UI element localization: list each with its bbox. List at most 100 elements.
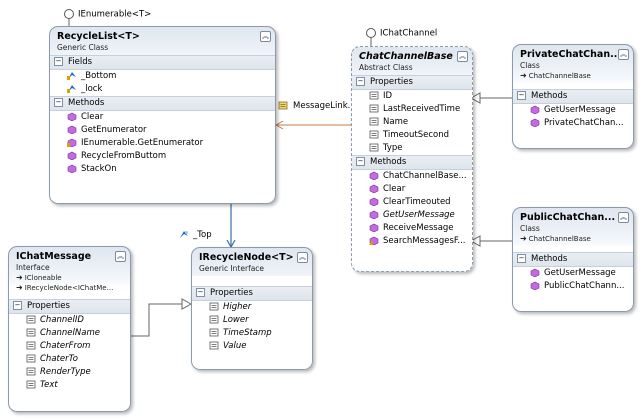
property-row[interactable]: Higher [192, 301, 312, 314]
property-row[interactable]: ChannelID [9, 314, 130, 327]
field-row[interactable]: _lock [50, 83, 275, 96]
minus-icon[interactable]: − [356, 157, 365, 166]
minus-icon[interactable]: − [356, 77, 365, 86]
method-row[interactable]: ChatChannelBase... [352, 170, 472, 183]
property-row[interactable]: Value [192, 340, 312, 353]
ichatmessage-inheritance [129, 303, 190, 337]
class-title: PublicChatChan... [520, 212, 616, 223]
methods-section-header[interactable]: −Methods [513, 89, 633, 104]
method-row[interactable]: PrivateChatChan... [513, 117, 633, 130]
property-row[interactable]: Lower [192, 314, 312, 327]
property-icon [369, 104, 379, 113]
properties-section-header[interactable]: −Properties [9, 299, 130, 314]
collapse-toggle-icon[interactable]: ︽ [618, 49, 629, 60]
method-icon [67, 164, 77, 173]
class-title: IChatMessage [16, 251, 92, 262]
minus-icon[interactable]: − [196, 288, 205, 297]
inherits-arrow-icon: ➜ [520, 234, 527, 243]
abstract-method-icon [369, 210, 379, 219]
class-kind: Interface [16, 263, 50, 272]
class-kind: Class [520, 61, 540, 70]
property-icon [209, 315, 219, 324]
property-row[interactable]: RenderType [9, 366, 130, 379]
method-icon [530, 105, 540, 114]
static-method-icon [369, 236, 379, 245]
ienumerable-lollipop: IEnumerable<T> [64, 9, 151, 20]
property-row[interactable]: LastReceivedTime [352, 103, 472, 116]
method-row[interactable]: StackOn [50, 163, 275, 176]
method-icon [530, 281, 540, 290]
collapse-toggle-icon[interactable]: ︽ [618, 212, 629, 223]
method-row[interactable]: GetUserMessage [513, 267, 633, 280]
method-icon [369, 223, 379, 232]
property-icon [26, 328, 36, 337]
private-method-icon [67, 138, 77, 147]
property-icon [26, 341, 36, 350]
method-icon [530, 118, 540, 127]
method-row[interactable]: PublicChatChann... [513, 280, 633, 293]
property-icon [26, 367, 36, 376]
inherits-arrow-icon: ➜ [16, 283, 23, 292]
class-recyclelist[interactable]: RecycleList<T> Generic Class ︽ −Fields _… [49, 26, 276, 204]
interface-ichatmessage[interactable]: IChatMessage Interface ➜ICloneable ➜IRec… [8, 246, 131, 412]
methods-section-header[interactable]: −Methods [513, 252, 633, 267]
messagelink-label: MessageLink... [277, 101, 356, 111]
minus-icon[interactable]: − [54, 98, 63, 107]
method-row[interactable]: GetEnumerator [50, 124, 275, 137]
base-interface: ➜ICloneable [16, 273, 62, 282]
class-kind: Generic Class [57, 43, 109, 52]
method-icon [369, 171, 379, 180]
properties-section-header[interactable]: −Properties [352, 75, 472, 90]
property-row[interactable]: ChaterFrom [9, 340, 130, 353]
property-row[interactable]: ID [352, 90, 472, 103]
method-icon [67, 125, 77, 134]
collapse-toggle-icon[interactable]: ︽ [297, 252, 308, 263]
property-row[interactable]: ChaterTo [9, 353, 130, 366]
class-publicchatchannel[interactable]: PublicChatChan... Class ➜ChatChannelBase… [512, 207, 634, 312]
method-row[interactable]: IEnumerable.GetEnumerator [50, 137, 275, 150]
field-icon [180, 231, 188, 238]
class-privatechatchannel[interactable]: PrivateChatChan... Class ➜ChatChannelBas… [512, 44, 634, 149]
minus-icon[interactable]: − [13, 301, 22, 310]
method-row[interactable]: GetUserMessage [513, 104, 633, 117]
methods-section-header[interactable]: −Methods [352, 155, 472, 170]
fields-section-header[interactable]: −Fields [50, 55, 275, 70]
method-icon [369, 184, 379, 193]
property-icon [26, 315, 36, 324]
interface-circle-icon [366, 28, 376, 38]
property-row[interactable]: Name [352, 116, 472, 129]
collapse-toggle-icon[interactable]: ︽ [115, 251, 126, 262]
method-icon [530, 268, 540, 277]
interface-irecyclenode[interactable]: IRecycleNode<T> Generic Interface ︽ −Pro… [191, 247, 313, 370]
public-inheritance-arrow [469, 235, 481, 247]
property-row[interactable]: Type [352, 142, 472, 155]
method-icon [67, 151, 77, 160]
properties-section-header[interactable]: −Properties [192, 286, 312, 301]
method-row[interactable]: ReceiveMessage [352, 222, 472, 235]
class-title: IRecycleNode<T> [199, 252, 294, 263]
method-row[interactable]: RecycleFromButtom [50, 150, 275, 163]
property-icon [278, 101, 288, 110]
method-row[interactable]: Clear [352, 183, 472, 196]
class-kind: Generic Interface [199, 264, 265, 273]
method-row[interactable]: ClearTimeouted [352, 196, 472, 209]
method-row[interactable]: Clear [50, 111, 275, 124]
property-row[interactable]: TimeStamp [192, 327, 312, 340]
minus-icon[interactable]: − [517, 91, 526, 100]
ichatmessage-inheritance-arrow [181, 298, 193, 310]
methods-section-header[interactable]: −Methods [50, 96, 275, 111]
class-chatchannelbase[interactable]: ChatChannelBase Abstract Class ︽ −Proper… [351, 46, 473, 272]
property-row[interactable]: TimeoutSecond [352, 129, 472, 142]
base-class: ➜ChatChannelBase [520, 234, 591, 243]
collapse-toggle-icon[interactable]: ︽ [457, 51, 468, 62]
property-icon [369, 143, 379, 152]
collapse-toggle-icon[interactable]: ︽ [260, 31, 271, 42]
minus-icon[interactable]: − [54, 57, 63, 66]
method-row[interactable]: GetUserMessage [352, 209, 472, 222]
method-row[interactable]: SearchMessagesF... [352, 235, 472, 248]
minus-icon[interactable]: − [517, 254, 526, 263]
field-row[interactable]: _Bottom [50, 70, 275, 83]
property-row[interactable]: ChannelName [9, 327, 130, 340]
property-row[interactable]: Text [9, 379, 130, 392]
